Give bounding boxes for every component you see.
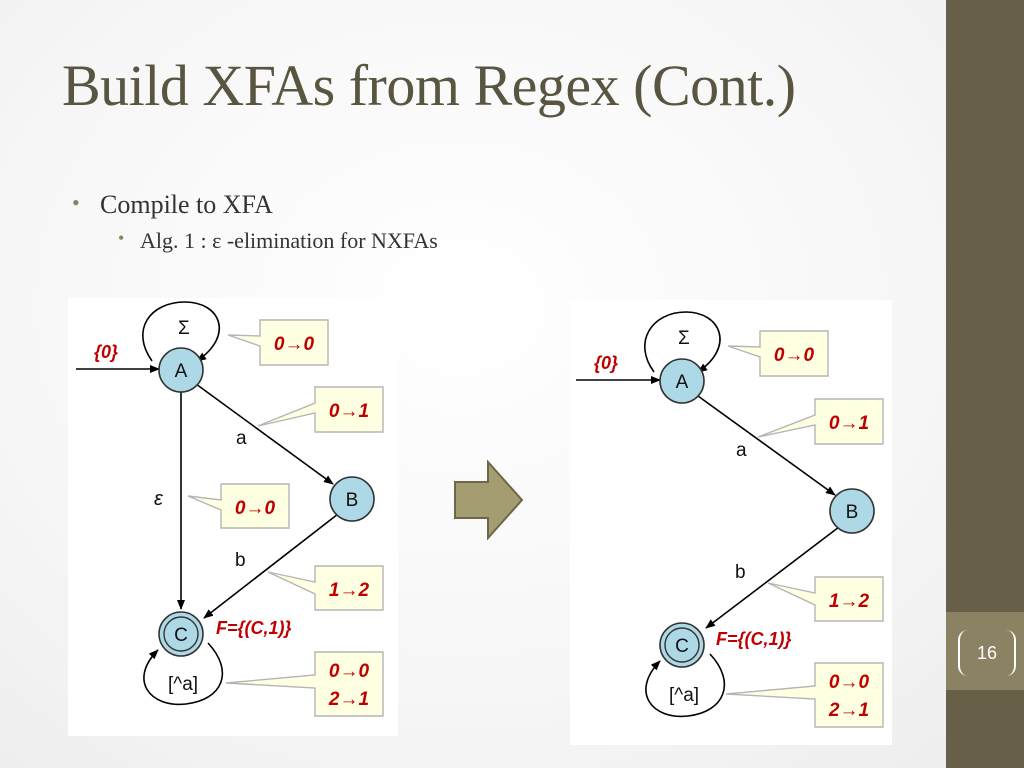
self-loop-c-edge [645, 653, 726, 718]
callout-loop-a-text: 0→0 [774, 345, 815, 366]
right-diagram: Σ {0} a b [^a] A B C F={(C,1)} 0→0 0→1 1… [570, 300, 892, 745]
callout-loop-c-line2: 2→1 [828, 700, 869, 721]
self-loop-a-label: Σ [178, 318, 190, 339]
node-c [659, 622, 705, 668]
node-c-label: C [675, 636, 689, 657]
transform-arrow-icon [454, 459, 524, 541]
left-diagram: Σ {0} a ε b [^a] A B C F={(C,1)} 0→0 0→1 [68, 298, 398, 736]
callout-b-to-c-text: 1→2 [829, 591, 870, 612]
sub-bullet-item: Alg. 1 : ε -elimination for NXFAs [108, 228, 438, 254]
node-b-label: B [846, 502, 859, 523]
self-loop-a-label: Σ [678, 328, 690, 349]
callout-b-to-c-text: 1→2 [329, 580, 370, 601]
edge-a-to-b [697, 395, 836, 496]
node-a [158, 347, 204, 393]
bullet-text: Compile to XFA [100, 190, 273, 219]
callout-a-to-c-text: 0→0 [235, 498, 276, 519]
final-states-label: F={(C,1)} [716, 629, 792, 649]
callout-b-to-c: 1→2 [267, 565, 384, 611]
edge-a-to-c-label: ε [154, 488, 164, 510]
callout-loop-c-line2: 2→1 [328, 689, 369, 710]
node-b [829, 488, 875, 534]
self-loop-c-edge [143, 642, 224, 706]
callout-a-to-b-text: 0→1 [829, 413, 869, 434]
sub-bullet-list: Alg. 1 : ε -elimination for NXFAs [100, 228, 438, 254]
callout-loop-c: 0→0 2→1 [225, 651, 384, 717]
node-a [659, 358, 705, 404]
self-loop-a-edge [644, 311, 721, 373]
self-loop-c-label: [^a] [168, 674, 198, 695]
bullet-item: Compile to XFA Alg. 1 : ε -elimination f… [72, 190, 438, 254]
sub-bullet-text: Alg. 1 : ε -elimination for NXFAs [140, 228, 438, 253]
node-c [158, 611, 204, 657]
callout-b-to-c: 1→2 [767, 576, 884, 622]
edge-a-to-b [195, 383, 334, 485]
initial-state-label: {0} [94, 342, 118, 362]
edge-b-to-c-label: b [735, 562, 746, 583]
node-a-label: A [676, 372, 689, 393]
bullet-list: Compile to XFA Alg. 1 : ε -elimination f… [72, 190, 438, 254]
callout-loop-a: 0→0 [727, 330, 829, 377]
slide-number: 16 [958, 630, 1016, 676]
self-loop-a-edge [142, 301, 220, 362]
callout-loop-a: 0→0 [227, 319, 329, 366]
slide-title: Build XFAs from Regex (Cont.) [62, 53, 796, 118]
callout-loop-c-line1: 0→0 [329, 661, 370, 682]
final-states-label: F={(C,1)} [216, 618, 292, 638]
callout-a-to-b: 0→1 [257, 386, 384, 433]
node-c-accept-ring [664, 627, 700, 663]
callout-a-to-b-text: 0→1 [329, 401, 369, 422]
node-a-label: A [175, 361, 188, 382]
callout-loop-c-line1: 0→0 [829, 672, 870, 693]
edge-b-to-c-label: b [235, 550, 246, 571]
callout-a-to-b: 0→1 [757, 398, 884, 445]
callout-a-to-c: 0→0 [187, 483, 290, 529]
edge-a-to-b-label: a [236, 428, 247, 449]
node-c-accept-ring [163, 616, 199, 652]
edge-a-to-b-label: a [736, 440, 747, 461]
self-loop-c-label: [^a] [669, 685, 699, 706]
node-c-label: C [174, 625, 188, 646]
node-b-label: B [346, 490, 359, 511]
edge-b-to-c [705, 526, 840, 629]
callout-loop-c: 0→0 2→1 [725, 662, 884, 728]
node-b [329, 476, 375, 522]
callout-loop-a-text: 0→0 [274, 334, 315, 355]
edge-b-to-c [203, 513, 339, 619]
initial-state-label: {0} [594, 353, 618, 373]
